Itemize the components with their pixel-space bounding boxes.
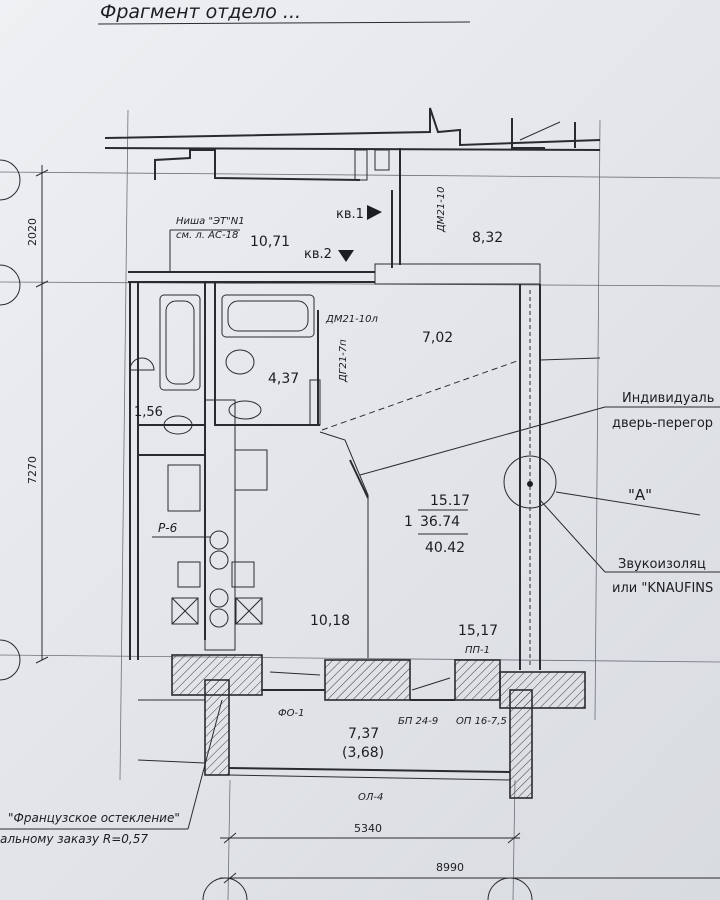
summary-living: 15.17	[430, 493, 470, 509]
label-fo1: ФО-1	[278, 708, 304, 719]
toilet-1	[163, 415, 193, 435]
bathtub-2	[221, 294, 315, 338]
axis-bubble-c	[0, 639, 21, 681]
summary-total: 40.42	[425, 540, 465, 556]
room-area-balcony-reduced: (3,68)	[342, 745, 384, 761]
svg-text:или "KNAUFINS: или "KNAUFINS	[612, 581, 713, 596]
note-individual: Индивидуаль дверь-перегор	[359, 391, 720, 476]
dim-2020: 2020	[26, 218, 39, 246]
label-ol4: ОЛ-4	[358, 792, 383, 803]
note-sound: Звукоизоляц или "KNAUFINS	[539, 499, 720, 596]
room-area-apt1: 8,32	[472, 230, 503, 246]
label-bp249: БП 24-9	[398, 716, 438, 727]
label-door-dg217p: ДГ21-7п	[338, 339, 349, 383]
apartment-summary: 15.17 1 36.74 40.42	[404, 493, 470, 556]
building-walls	[104, 107, 601, 799]
apt2-arrow-icon	[338, 250, 354, 262]
summary-useful: 36.74	[420, 514, 460, 530]
dim-7270: 7270	[26, 456, 39, 484]
svg-text:Индивидуаль: Индивидуаль	[622, 391, 714, 406]
label-door-dm2110: ДМ21-10	[436, 187, 447, 234]
room-area-bath: 4,37	[268, 371, 299, 387]
room-area-hall: 7,02	[422, 330, 453, 346]
label-apt2: кв.2	[304, 247, 332, 262]
callout-a: "А"	[503, 455, 701, 516]
label-niche-ref: см. л. АС-18	[176, 230, 238, 241]
toilet-2	[228, 400, 262, 420]
bathtub-1	[159, 294, 201, 391]
dim-8990: 8990	[436, 861, 464, 874]
kitchen-sink-2	[234, 449, 268, 491]
svg-text:Звукоизоляц: Звукоизоляц	[618, 557, 706, 572]
room-area-kitchen: 10,18	[310, 613, 350, 629]
label-pp1: ПП-1	[465, 645, 490, 656]
dim-5340: 5340	[354, 822, 382, 835]
summary-index: 1	[404, 514, 413, 530]
kitchen-sink-1	[167, 464, 201, 512]
label-riser: Р-6	[158, 521, 178, 535]
axis-bubble-1	[202, 877, 248, 900]
label-op1675: ОП 16-7,5	[456, 716, 507, 727]
sink	[225, 349, 255, 375]
fixtures	[129, 294, 315, 651]
bottom-dimension-chain: 5340 8990	[220, 822, 720, 884]
svg-text:"Французское остекление": "Французское остекление"	[8, 811, 180, 825]
note-french-glazing: "Французское остекление" альному заказу …	[0, 699, 223, 846]
label-niche: Ниша "ЭТ"N1	[176, 216, 245, 227]
room-area-living: 15,17	[458, 623, 498, 639]
axis-bubble-a	[0, 159, 21, 201]
page-title: Фрагмент отдело ...	[100, 1, 301, 23]
grid-axes	[0, 109, 720, 900]
svg-text:альному заказу R=0,57: альному заказу R=0,57	[0, 832, 148, 846]
room-area-balcony: 7,37	[348, 726, 379, 742]
svg-text:дверь-перегор: дверь-перегор	[612, 416, 713, 431]
label-apt1: кв.1	[336, 207, 364, 222]
axis-bubble-2	[487, 877, 533, 900]
room-area-corridor: 10,71	[250, 234, 290, 250]
label-door-dm2110l: ДМ21-10л	[325, 314, 378, 325]
sink-2	[129, 357, 155, 371]
axis-bubble-b	[0, 264, 21, 306]
apt1-arrow-icon	[367, 205, 382, 220]
title-underline	[97, 21, 471, 25]
room-area-wc: 1,56	[134, 405, 163, 420]
callout-a-label: "А"	[628, 486, 652, 504]
left-dimension-chain: 2020 7270	[26, 165, 49, 664]
